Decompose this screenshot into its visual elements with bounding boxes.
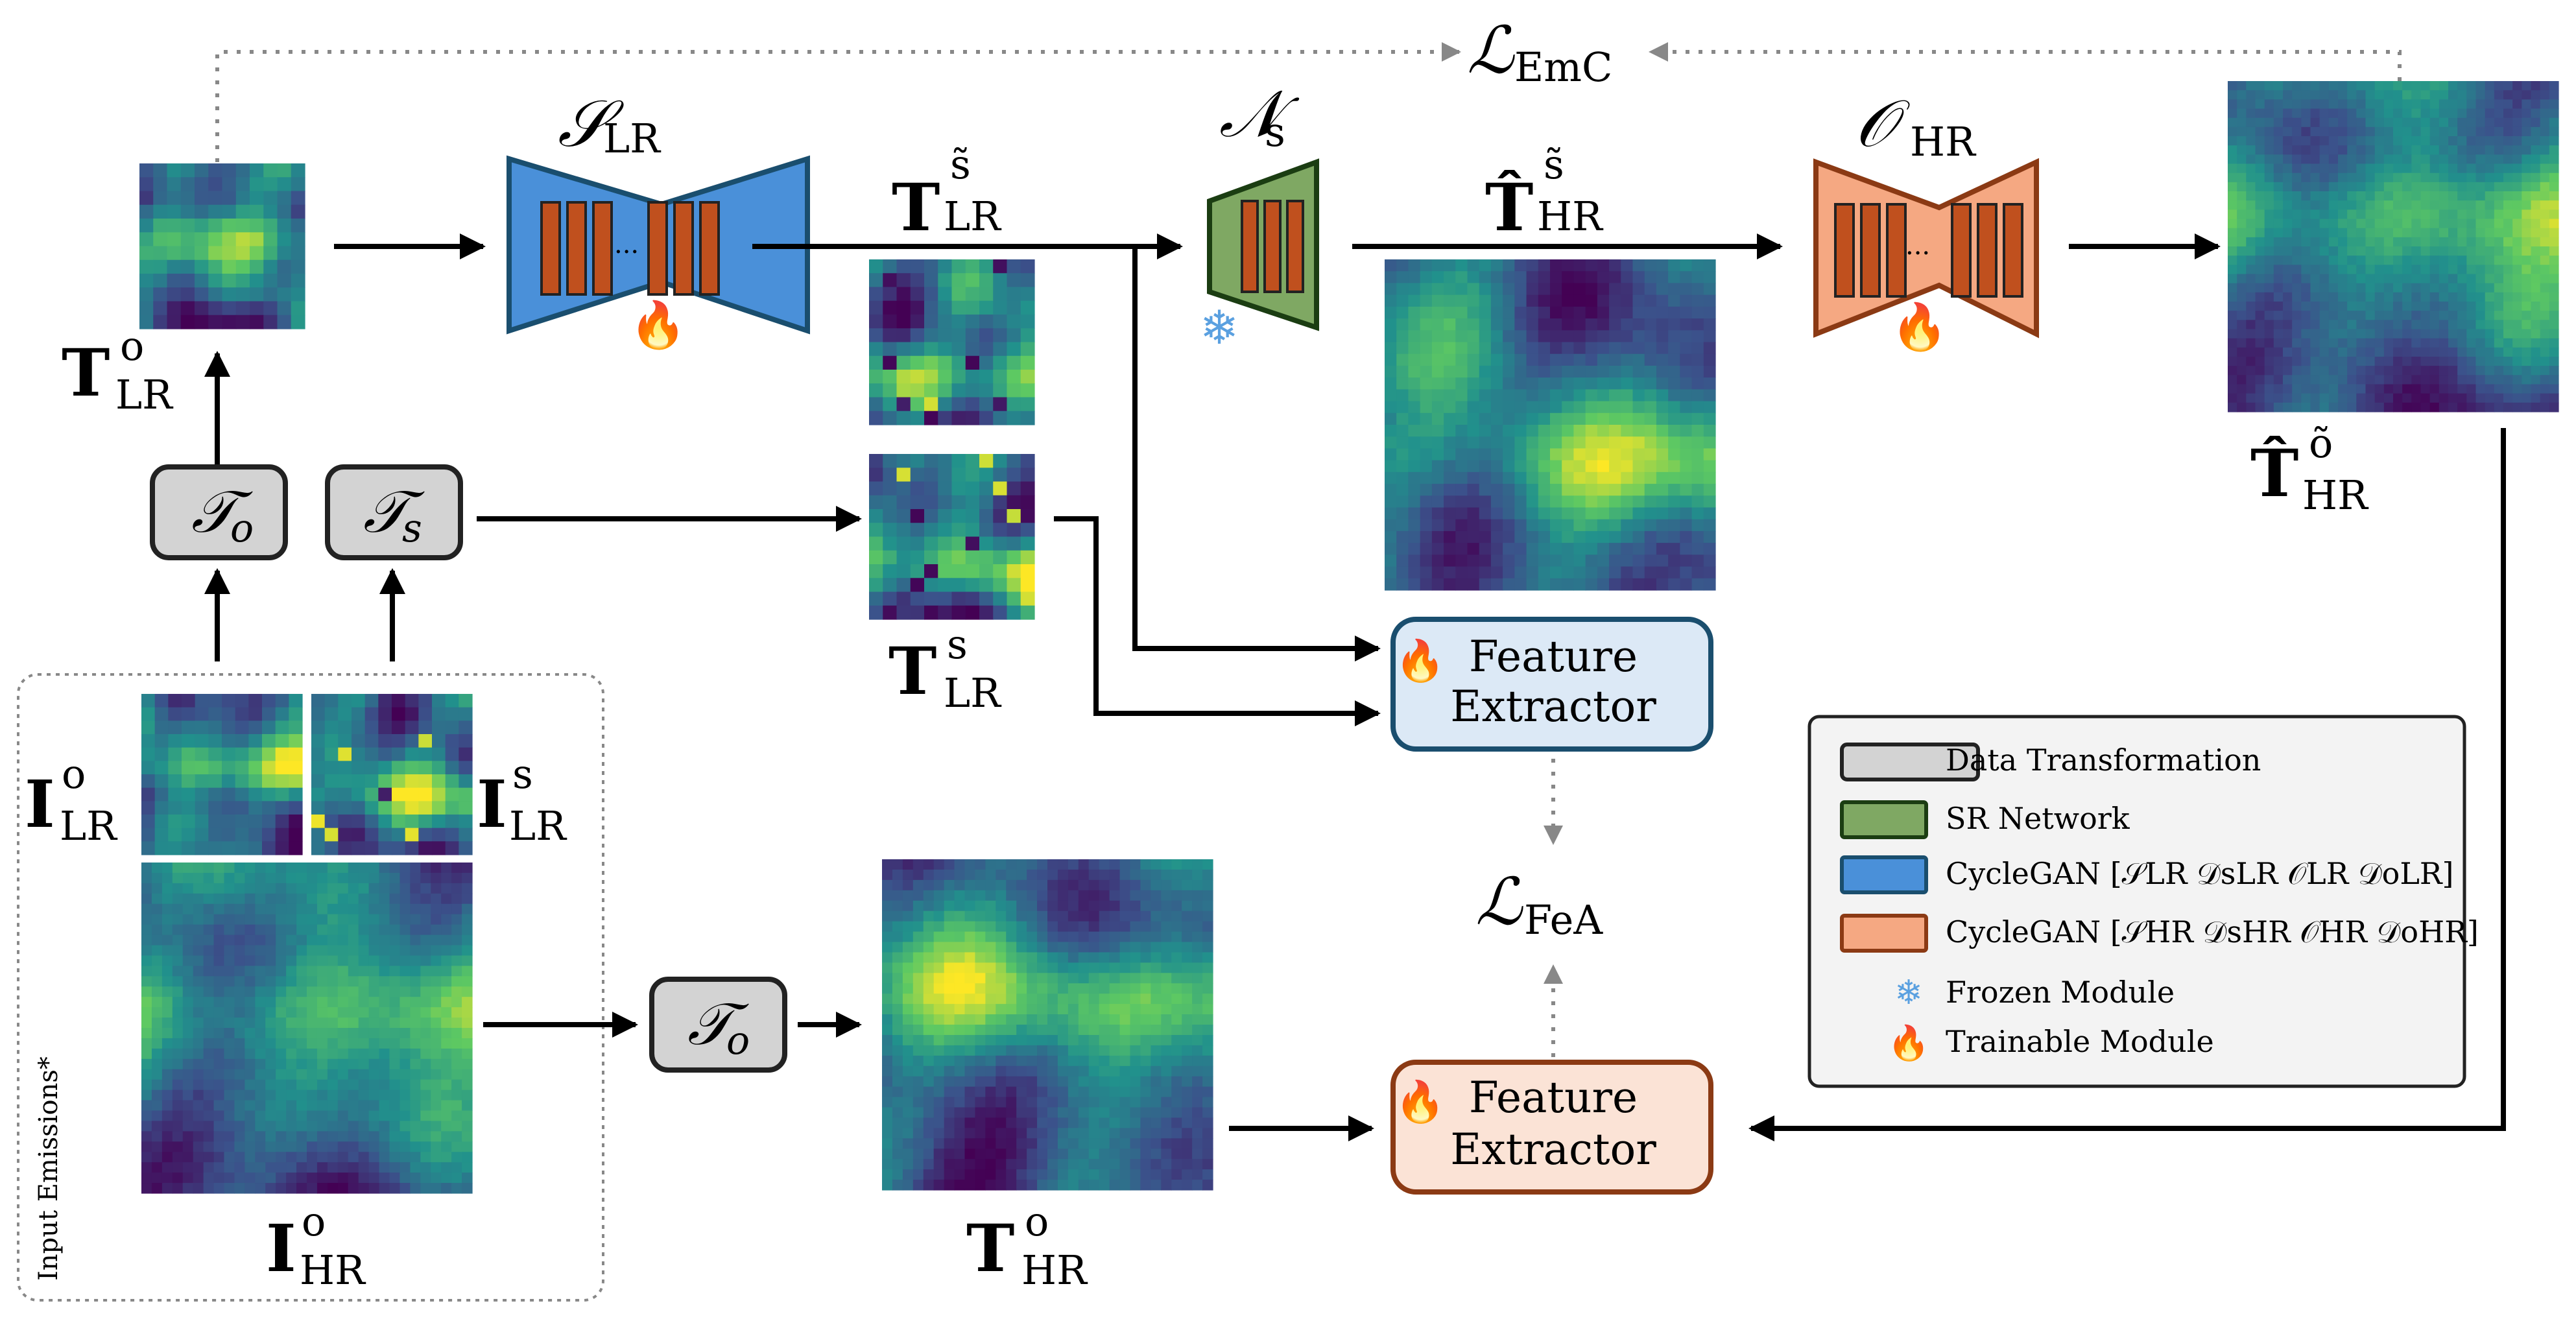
fe-bottom-line2: Extractor: [1450, 1125, 1656, 1174]
tau-o-box-bottom: [649, 977, 787, 1073]
o-hr-subscript: HR: [1910, 118, 1977, 165]
legend-fire-icon: 🔥: [1888, 1023, 1930, 1063]
svg-text:HR: HR: [1537, 193, 1604, 240]
svg-text:s̃: s̃: [950, 141, 971, 188]
fe-top-fire-icon: 🔥: [1395, 637, 1445, 684]
tau-s-subscript: s: [402, 506, 422, 551]
svg-text:Frozen Module: Frozen Module: [1946, 975, 2175, 1010]
legend-box: [1807, 715, 2466, 1088]
input-emissions-label: Input Emissions*: [34, 1056, 64, 1281]
o-hr-dots: ...: [1905, 231, 1930, 261]
label-t-hr-hat-otilde: T̂ õ HR: [2250, 420, 2369, 519]
heatmap-t-hr-hat-stilde: [1385, 259, 1716, 591]
heatmap-t-lr-s: [869, 454, 1035, 620]
svg-text:LR: LR: [944, 193, 1002, 240]
fe-bottom-fire-icon: 🔥: [1395, 1078, 1445, 1125]
heatmap-i-lr-s: [311, 694, 473, 855]
fe-top-line2: Extractor: [1450, 682, 1656, 732]
svg-text:s: s: [947, 621, 968, 668]
feature-extractor-top: [1390, 617, 1713, 752]
svg-text:s: s: [512, 750, 533, 798]
n-s-label: 𝒩: [1219, 76, 1300, 152]
label-i-hr-o: I o HR: [266, 1198, 366, 1294]
legend-snowflake-icon: ❄: [1894, 973, 1923, 1012]
label-t-lr-o: T o LR: [62, 322, 174, 418]
svg-text:I: I: [477, 766, 507, 842]
svg-text:LR: LR: [944, 669, 1002, 717]
s-lr-dots: ...: [614, 230, 639, 259]
tau-o-top-subscript: o: [230, 506, 254, 551]
legend-item-cyclegan-lr: CycleGAN [𝒮LR 𝒟sLR 𝒪LR 𝒟oLR]: [1840, 855, 2454, 894]
svg-text:CycleGAN [𝒮LR 𝒟sLR 𝒪LR 𝒟oL: CycleGAN [𝒮LR 𝒟sLR 𝒪LR 𝒟oLR]: [1946, 856, 2454, 891]
heatmap-i-hr-o: [141, 863, 473, 1194]
heatmap-i-lr-o: [141, 694, 303, 855]
svg-text:Trainable Module: Trainable Module: [1946, 1024, 2214, 1059]
svg-text:SR Network: SR Network: [1946, 801, 2130, 836]
loss-emc-label: ℒ: [1467, 12, 1515, 88]
svg-text:Data Transformation: Data Transformation: [1946, 743, 2261, 778]
tau-o-box-top: [150, 464, 288, 560]
loss-emc-subscript: EmC: [1514, 43, 1613, 91]
svg-text:I: I: [25, 766, 55, 842]
label-t-hr-hat-stilde: T̂ s̃ HR: [1485, 141, 1604, 246]
svg-text:T̂: T̂: [2250, 435, 2298, 512]
svg-text:o: o: [302, 1198, 326, 1245]
svg-text:õ: õ: [2309, 420, 2333, 467]
svg-text:o: o: [62, 750, 86, 798]
label-t-lr-s: T s LR: [888, 621, 1002, 717]
s-lr-blocks: [540, 201, 720, 296]
legend-item-frozen: ❄ Frozen Module: [1894, 973, 2175, 1012]
label-i-lr-s: I s LR: [477, 750, 567, 850]
input-emissions-box: [17, 673, 604, 1302]
svg-text:T: T: [888, 633, 936, 709]
heatmap-images: [139, 81, 2559, 1194]
svg-text:s̃: s̃: [1544, 141, 1564, 188]
svg-text:I: I: [266, 1210, 296, 1287]
svg-text:HR: HR: [300, 1246, 366, 1294]
heatmap-t-lr-stilde: [869, 259, 1035, 425]
o-hr-blocks: [1834, 203, 2023, 298]
arrow-output-to-fe: [1748, 428, 2506, 1141]
loss-fea-subscript: FeA: [1524, 896, 1603, 944]
label-i-lr-o: I o LR: [25, 750, 118, 850]
svg-text:CycleGAN [𝒮HR 𝒟sHR 𝒪HR 𝒟oH: CycleGAN [𝒮HR 𝒟sHR 𝒪HR 𝒟oHR]: [1946, 914, 2479, 949]
arrow-tlrstilde-to-fe: [1132, 246, 1381, 661]
svg-text:HR: HR: [1021, 1246, 1088, 1294]
legend-item-data-transformation: Data Transformation: [1840, 743, 2261, 781]
tau-o-bottom-subscript: o: [726, 1018, 750, 1064]
label-t-lr-stilde: T s̃ LR: [892, 141, 1002, 246]
svg-text:o: o: [120, 322, 144, 370]
tau-s-box: [325, 464, 463, 560]
o-hr-fire-icon: 🔥: [1891, 300, 1948, 353]
heatmap-t-hr-hat-otilde: [2228, 81, 2559, 412]
o-hr-label: 𝒪: [1855, 86, 1911, 161]
snowflake-icon: ❄: [1200, 300, 1239, 355]
svg-text:T̂: T̂: [1485, 169, 1533, 246]
feature-extractor-bottom: [1390, 1060, 1713, 1195]
svg-text:o: o: [1025, 1198, 1049, 1245]
s-lr-subscript: LR: [603, 115, 662, 162]
fe-bottom-line1: Feature: [1469, 1073, 1638, 1123]
svg-text:HR: HR: [2302, 471, 2369, 519]
fe-top-line1: Feature: [1469, 632, 1638, 682]
legend-item-cyclegan-hr: CycleGAN [𝒮HR 𝒟sHR 𝒪HR 𝒟oHR]: [1840, 914, 2479, 953]
loss-fea-label: ℒ: [1475, 864, 1523, 940]
svg-text:T: T: [966, 1210, 1014, 1287]
s-lr-fire-icon: 🔥: [630, 298, 686, 351]
svg-text:T: T: [62, 335, 110, 411]
svg-text:LR: LR: [115, 371, 174, 418]
n-s-subscript: s: [1265, 108, 1285, 156]
heatmap-t-lr-o: [139, 163, 305, 329]
svg-text:T: T: [892, 169, 940, 246]
legend-item-trainable: 🔥 Trainable Module: [1888, 1023, 2214, 1063]
arrow-tlrs-to-fe: [1054, 516, 1381, 726]
label-t-hr-o: T o HR: [966, 1198, 1088, 1294]
legend-item-sr-network: SR Network: [1840, 800, 2130, 839]
emc-loss-line-right: [1649, 42, 2402, 81]
svg-text:LR: LR: [60, 802, 118, 850]
svg-text:LR: LR: [509, 802, 567, 850]
n-s-blocks: [1241, 200, 1304, 293]
heatmap-t-hr-o: [882, 859, 1213, 1191]
